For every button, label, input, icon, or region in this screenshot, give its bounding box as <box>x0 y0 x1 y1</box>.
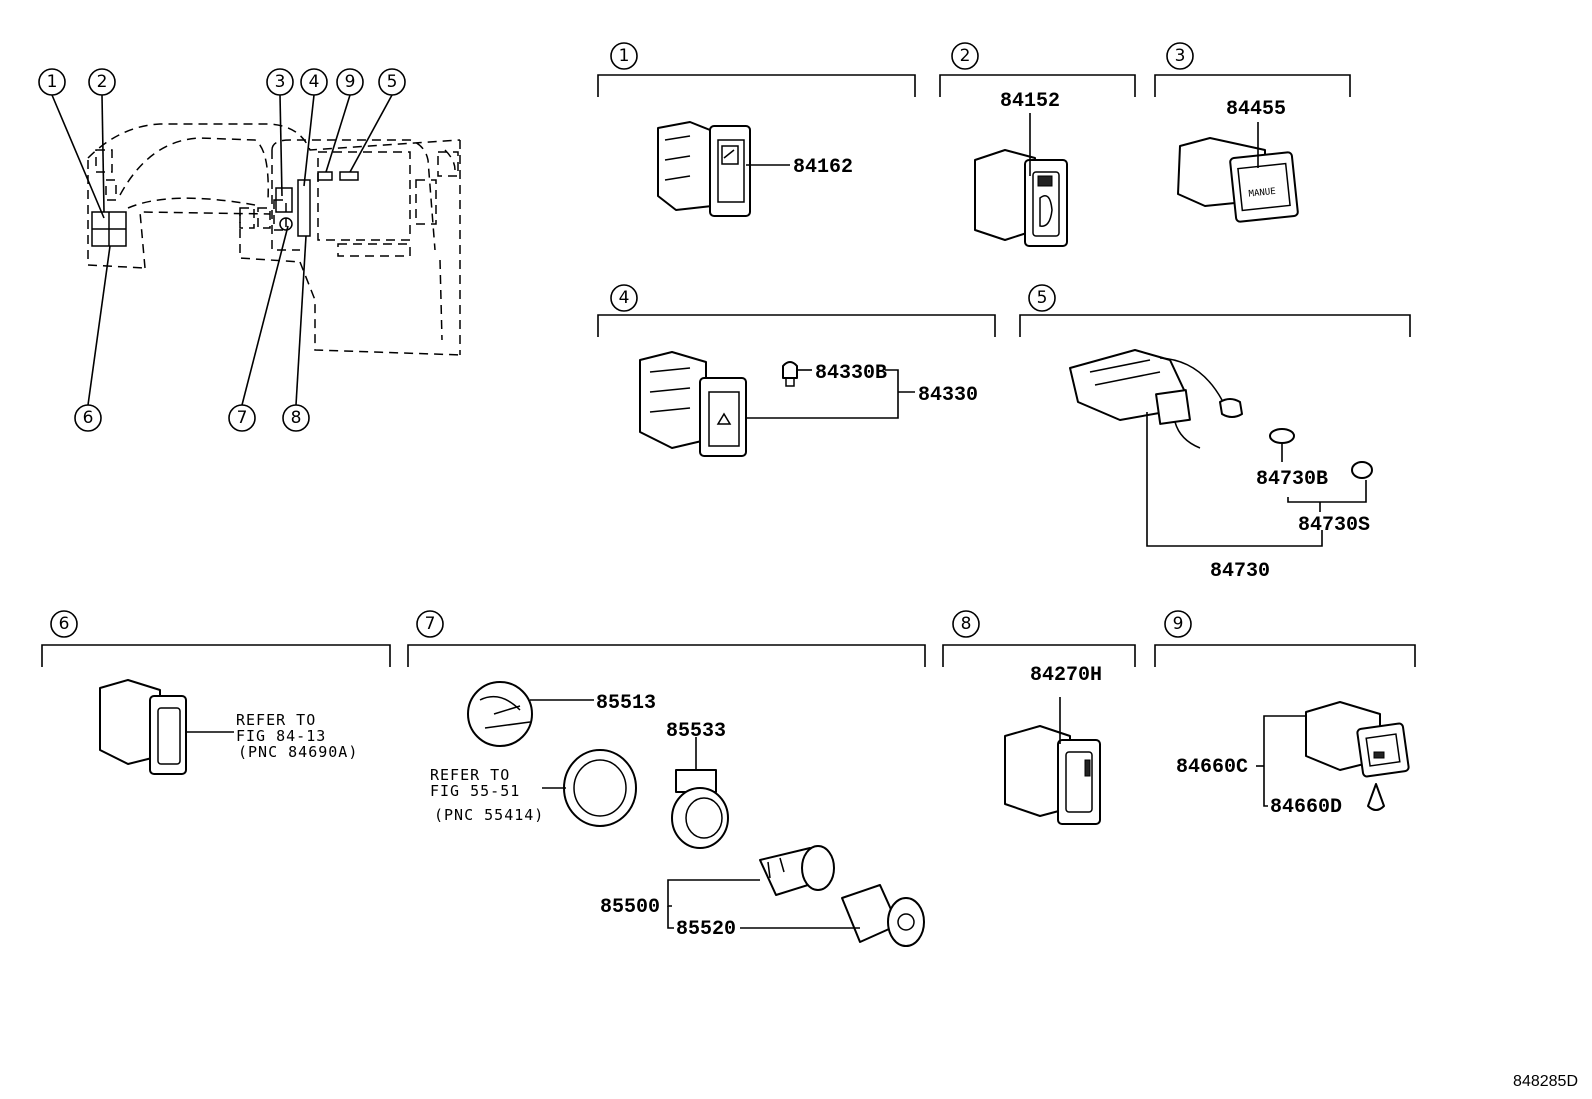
switch-section-6 <box>99 679 234 775</box>
overview-callout-circle-number: 7 <box>237 408 248 428</box>
overview-callout-circle: 5 <box>378 68 406 96</box>
section-number-circle-number: 9 <box>1173 614 1184 634</box>
overview-callout-circle-number: 3 <box>275 72 286 92</box>
section-number-circle-number: 6 <box>59 614 70 634</box>
part-label: 85533 <box>666 720 726 743</box>
overview-callout-circle: 4 <box>300 68 328 96</box>
part-label: 84730 <box>1210 560 1270 583</box>
switch-84270H <box>1004 697 1101 825</box>
overview-callout-circle: 7 <box>228 404 256 432</box>
section-number-circle-number: 5 <box>1037 288 1048 308</box>
switch-84152 <box>974 113 1068 247</box>
section-brackets <box>41 74 1416 667</box>
part-label: 84330B <box>815 362 887 385</box>
part-label: 84730B <box>1256 468 1328 491</box>
callout-leader-line <box>279 94 283 197</box>
part-label: 84660C <box>1176 756 1248 779</box>
part-label: 85500 <box>600 896 660 919</box>
switch-84330 <box>639 351 915 457</box>
callout-leader-line <box>325 94 351 173</box>
overview-callout-circle: 2 <box>88 68 116 96</box>
section-number-circle: 5 <box>1028 284 1056 312</box>
callout-leader-line <box>349 94 393 173</box>
overview-callout-circle-number: 2 <box>97 72 108 92</box>
section-number-circle-number: 4 <box>619 288 630 308</box>
section-number-circle: 1 <box>610 42 638 70</box>
section-number-circles: 1 2 3 4 5 6 7 8 9 <box>50 42 1194 638</box>
part-label: 85513 <box>596 692 656 715</box>
part-label: 84152 <box>1000 90 1060 113</box>
svg-text:MANUE: MANUE <box>1248 187 1276 200</box>
callout-leader-line <box>101 94 105 213</box>
callout-leader-line <box>51 94 105 219</box>
socket-assembly <box>467 681 925 947</box>
dashboard-overview <box>87 123 463 356</box>
switch-84162 <box>657 121 790 217</box>
overview-callout-circle: 8 <box>282 404 310 432</box>
switch-84455: MANUE <box>1177 122 1299 223</box>
part-label: 85520 <box>676 918 736 941</box>
overview-callout-circle-number: 8 <box>291 408 302 428</box>
reference-note: (PNC 55414) <box>434 806 544 824</box>
reference-note: (PNC 84690A) <box>238 743 358 761</box>
section-number-circle-number: 3 <box>1175 46 1186 66</box>
section-number-circle-number: 8 <box>961 614 972 634</box>
section-number-circle-number: 2 <box>960 46 971 66</box>
overview-callout-circle-number: 6 <box>83 408 94 428</box>
overview-callout-circle: 6 <box>74 404 102 432</box>
section-number-circle: 9 <box>1164 610 1192 638</box>
reference-note: REFER TO <box>430 766 510 784</box>
section-number-circle: 2 <box>951 42 979 70</box>
part-labels: 84162 84152 84455 84330B 84330 84730B 84… <box>236 90 1370 941</box>
section-number-circle: 8 <box>952 610 980 638</box>
callout-leader-line <box>241 225 289 406</box>
section-number-circle-number: 1 <box>619 46 630 66</box>
callout-leader-line <box>295 235 307 406</box>
part-label: 84660D <box>1270 796 1342 819</box>
overview-callouts: 1 2 3 4 9 5 6 7 8 <box>38 68 406 432</box>
switch-84660 <box>1256 701 1410 811</box>
reference-note: FIG 55-51 <box>430 782 520 800</box>
reference-note: REFER TO <box>236 711 316 729</box>
section-number-circle: 7 <box>416 610 444 638</box>
overview-callout-circle-number: 9 <box>345 72 356 92</box>
overview-callout-circle-number: 1 <box>47 72 58 92</box>
part-label: 84730S <box>1298 514 1370 537</box>
part-label: 84162 <box>793 156 853 179</box>
section-number-circle: 4 <box>610 284 638 312</box>
switch-84730 <box>1069 349 1373 547</box>
part-label: 84330 <box>918 384 978 407</box>
overview-callout-circle: 3 <box>266 68 294 96</box>
part-label: 84455 <box>1226 98 1286 121</box>
section-number-circle: 3 <box>1166 42 1194 70</box>
section-number-circle: 6 <box>50 610 78 638</box>
section-number-circle-number: 7 <box>425 614 436 634</box>
overview-callout-circle: 9 <box>336 68 364 96</box>
overview-callout-circle: 1 <box>38 68 66 96</box>
part-label: 84270H <box>1030 664 1102 687</box>
overview-callout-circle-number: 4 <box>309 72 320 92</box>
overview-callout-circle-number: 5 <box>387 72 398 92</box>
reference-note: FIG 84-13 <box>236 727 326 745</box>
diagram-code: 848285D <box>1513 1073 1578 1090</box>
callout-leader-line <box>303 94 315 187</box>
callout-leader-line <box>87 245 111 406</box>
